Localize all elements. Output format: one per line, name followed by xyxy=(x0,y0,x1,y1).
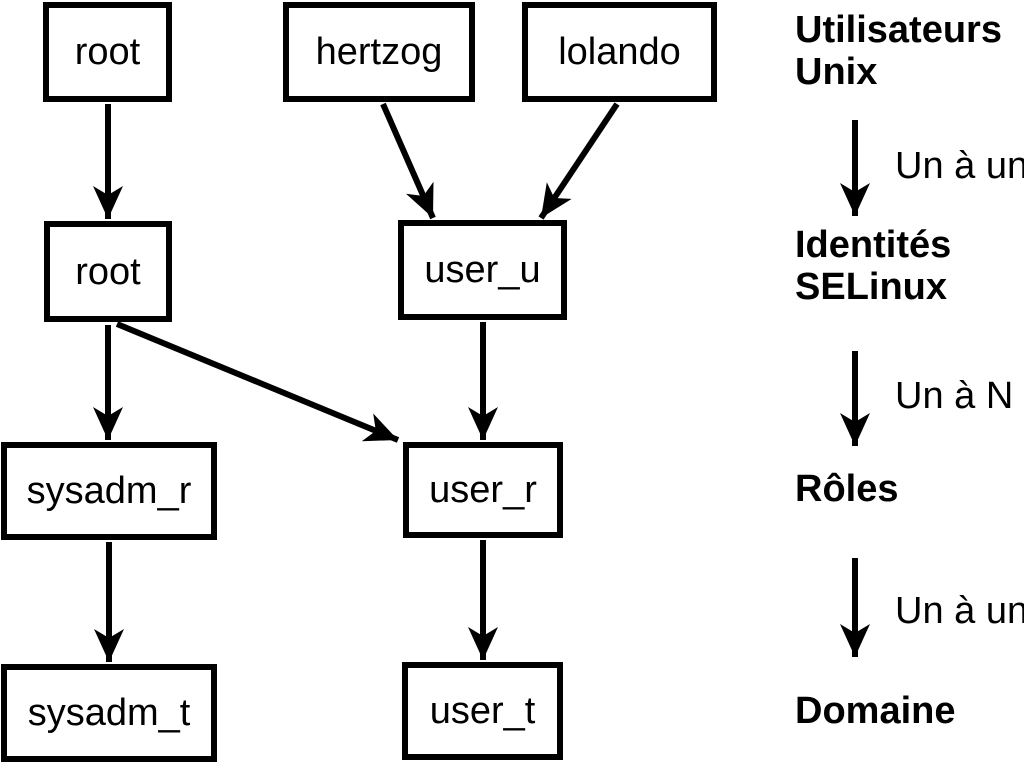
box-unix-hertzog: hertzog xyxy=(283,2,475,102)
box-selinux-root-label: root xyxy=(75,250,141,293)
legend-level-selinux-identities: Identités SELinux xyxy=(795,224,951,308)
arrow-hertzog-to-user-u xyxy=(380,102,436,220)
box-domain-sysadm-t-label: sysadm_t xyxy=(27,692,191,734)
legend-level-roles: Rôles xyxy=(795,468,898,510)
legend-level-unix-users-line2: Unix xyxy=(795,51,878,93)
legend-relation-one-to-n: Un à N xyxy=(895,375,1014,417)
arrow-selinux-root-to-user-r xyxy=(115,321,400,443)
box-selinux-user-u: user_u xyxy=(398,220,567,320)
box-role-sysadm-r-label: sysadm_r xyxy=(26,470,192,512)
box-domain-user-t: user_t xyxy=(402,662,563,760)
legend-level-unix-users-line1: Utilisateurs xyxy=(795,9,1002,51)
legend-level-domain: Domaine xyxy=(795,690,955,732)
legend-level-selinux-identities-line2: SELinux xyxy=(795,266,948,308)
box-unix-hertzog-label: hertzog xyxy=(315,31,443,73)
box-unix-root: root xyxy=(43,2,172,102)
box-domain-user-t-label: user_t xyxy=(429,690,536,732)
arrow-lolando-to-user-u xyxy=(538,102,620,220)
box-unix-root-label: root xyxy=(74,31,141,73)
box-role-user-r: user_r xyxy=(403,442,563,538)
box-role-user-r-label: user_r xyxy=(429,469,537,511)
legend-level-roles-line1: Rôles xyxy=(795,468,899,510)
box-selinux-root: root xyxy=(44,221,172,322)
legend-relation-one-to-one-1: Un à un xyxy=(895,145,1024,187)
legend-level-unix-users: Utilisateurs Unix xyxy=(795,9,1002,93)
box-role-sysadm-r: sysadm_r xyxy=(1,442,217,540)
legend-level-selinux-identities-line1: Identités xyxy=(795,224,952,266)
box-selinux-user-u-label: user_u xyxy=(424,249,541,291)
box-unix-lolando: lolando xyxy=(522,2,717,102)
box-domain-sysadm-t: sysadm_t xyxy=(1,664,217,762)
legend-relation-one-to-one-2: Un à un xyxy=(895,590,1024,632)
legend-level-domain-line1: Domaine xyxy=(795,690,956,732)
box-unix-lolando-label: lolando xyxy=(558,31,681,73)
